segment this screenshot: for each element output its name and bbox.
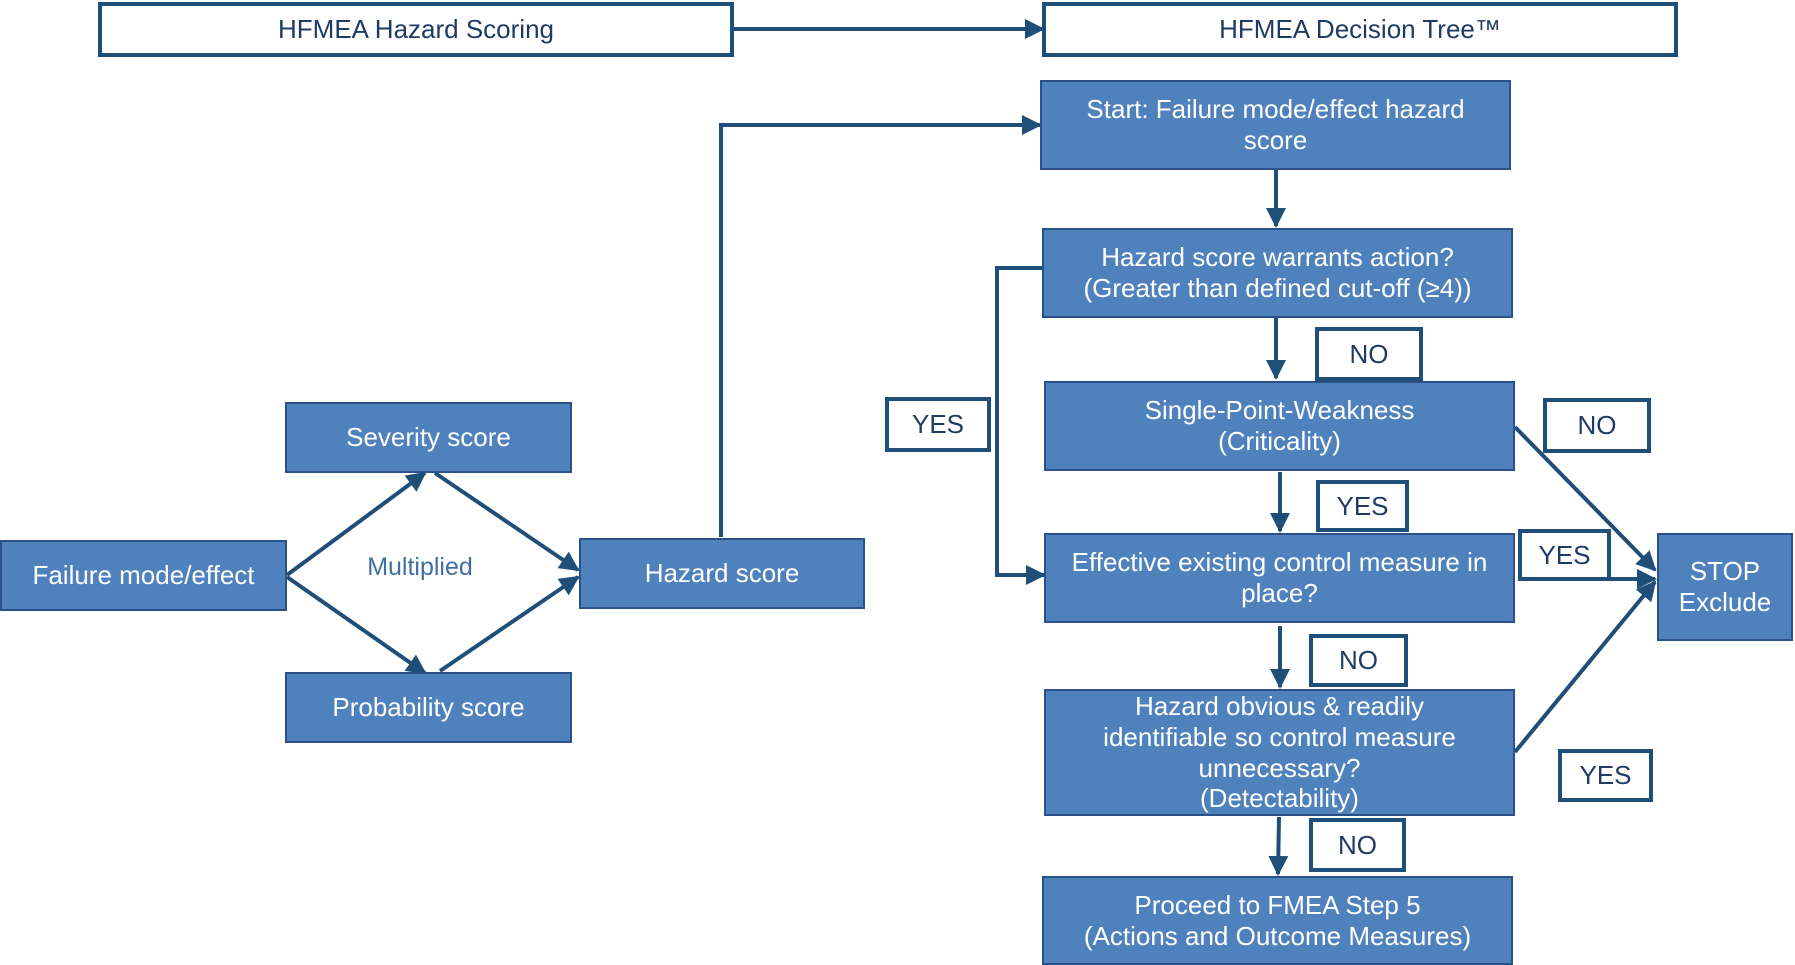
yes-tag-left: YES xyxy=(885,397,991,452)
warrants-action-box: Hazard score warrants action? (Greater t… xyxy=(1042,228,1513,318)
yes-tag-2: YES xyxy=(1316,480,1409,532)
severity-score-box: Severity score xyxy=(285,402,572,473)
detectability-box: Hazard obvious & readily identifiable so… xyxy=(1044,689,1515,816)
arrow-detectability-to-proceed xyxy=(1268,816,1289,876)
yes-tag-bottom-right: YES xyxy=(1558,749,1653,802)
arrow-failure-to-severity xyxy=(285,471,427,577)
no-tag-1: NO xyxy=(1315,327,1423,381)
arrow-probability-to-hazard xyxy=(438,575,580,673)
arrow-hazard-to-start xyxy=(719,115,1042,537)
yes-tag-right: YES xyxy=(1518,529,1611,581)
multiplied-label: Multiplied xyxy=(367,553,473,582)
control-measure-box: Effective existing control measure in pl… xyxy=(1044,533,1515,623)
arrow-severity-to-hazard xyxy=(433,471,580,572)
header-decision-tree: HFMEA Decision Tree™ xyxy=(1042,2,1678,57)
arrow-warrants-yes-to-control xyxy=(995,266,1046,585)
hazard-score-box: Hazard score xyxy=(579,538,865,609)
arrow-detectability-yes-to-stop xyxy=(1513,580,1657,754)
start-box: Start: Failure mode/effect hazard score xyxy=(1040,80,1511,170)
no-tag-right: NO xyxy=(1543,398,1651,453)
no-tag-4: NO xyxy=(1309,818,1406,872)
arrow-singlepoint-no-to-stop xyxy=(1513,425,1657,572)
header-hazard-scoring: HFMEA Hazard Scoring xyxy=(98,2,734,57)
probability-score-box: Probability score xyxy=(285,672,572,743)
stop-exclude-box: STOP Exclude xyxy=(1657,533,1793,641)
failure-mode-box: Failure mode/effect xyxy=(0,540,287,611)
no-tag-3: NO xyxy=(1309,634,1408,687)
proceed-box: Proceed to FMEA Step 5 (Actions and Outc… xyxy=(1042,876,1513,965)
single-point-weakness-box: Single-Point-Weakness (Criticality) xyxy=(1044,381,1515,471)
arrow-failure-to-probability xyxy=(285,575,427,675)
